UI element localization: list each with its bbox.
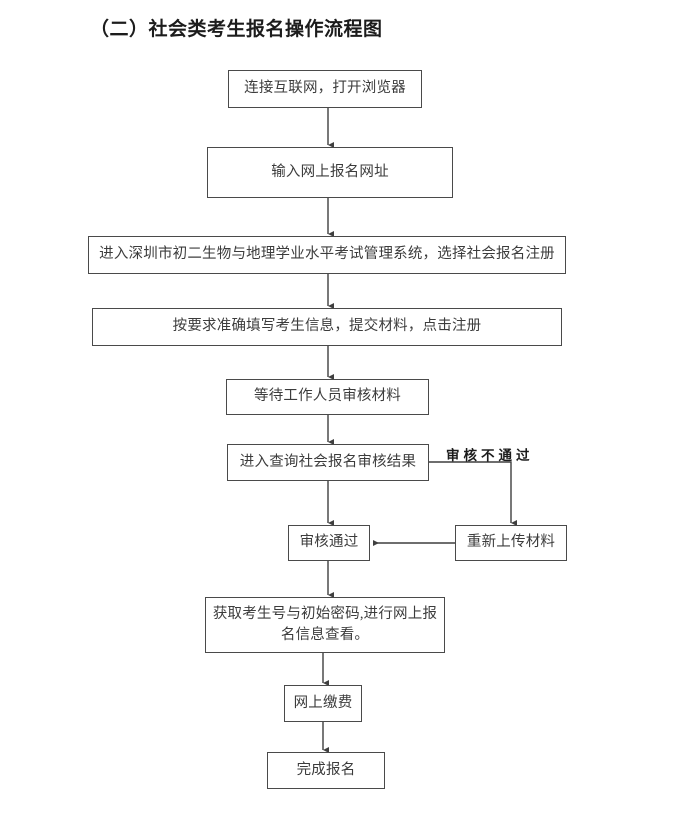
page-title: （二）社会类考生报名操作流程图: [90, 19, 383, 40]
node-label: 获取考生号与初始密码,进行网上报 名信息查看。: [212, 605, 438, 643]
node-label: 进入查询社会报名审核结果: [239, 453, 417, 470]
node-query-review-result[interactable]: 进入查询社会报名审核结果: [227, 444, 429, 481]
node-label: 输入网上报名网址: [271, 163, 389, 180]
node-wait-review[interactable]: 等待工作人员审核材料: [226, 379, 429, 415]
node-label: 审核通过: [299, 534, 359, 551]
node-online-payment[interactable]: 网上缴费: [284, 685, 362, 722]
node-label: 连接互联网，打开浏览器: [244, 80, 406, 97]
node-enter-exam-system[interactable]: 进入深圳市初二生物与地理学业水平考试管理系统，选择社会报名注册: [88, 236, 566, 274]
node-label: 完成报名: [296, 761, 356, 778]
node-label: 等待工作人员审核材料: [254, 388, 401, 405]
edge-label-review-rejected: 审核不通过: [446, 448, 534, 463]
edge-n6-n8-rejected: [429, 461, 517, 526]
node-reupload-materials[interactable]: 重新上传材料: [455, 525, 567, 561]
node-label: 网上缴费: [293, 694, 353, 711]
node-label: 重新上传材料: [466, 534, 556, 551]
node-get-candidate-number[interactable]: 获取考生号与初始密码,进行网上报 名信息查看。: [205, 597, 445, 653]
node-label: 按要求准确填写考生信息，提交材料，点击注册: [172, 318, 482, 335]
node-enter-registration-url[interactable]: 输入网上报名网址: [207, 147, 453, 198]
node-registration-complete[interactable]: 完成报名: [267, 752, 385, 789]
node-label: 进入深圳市初二生物与地理学业水平考试管理系统，选择社会报名注册: [99, 246, 555, 263]
node-connect-internet[interactable]: 连接互联网，打开浏览器: [228, 70, 422, 108]
node-fill-candidate-info[interactable]: 按要求准确填写考生信息，提交材料，点击注册: [92, 308, 562, 346]
node-review-passed[interactable]: 审核通过: [288, 525, 370, 561]
